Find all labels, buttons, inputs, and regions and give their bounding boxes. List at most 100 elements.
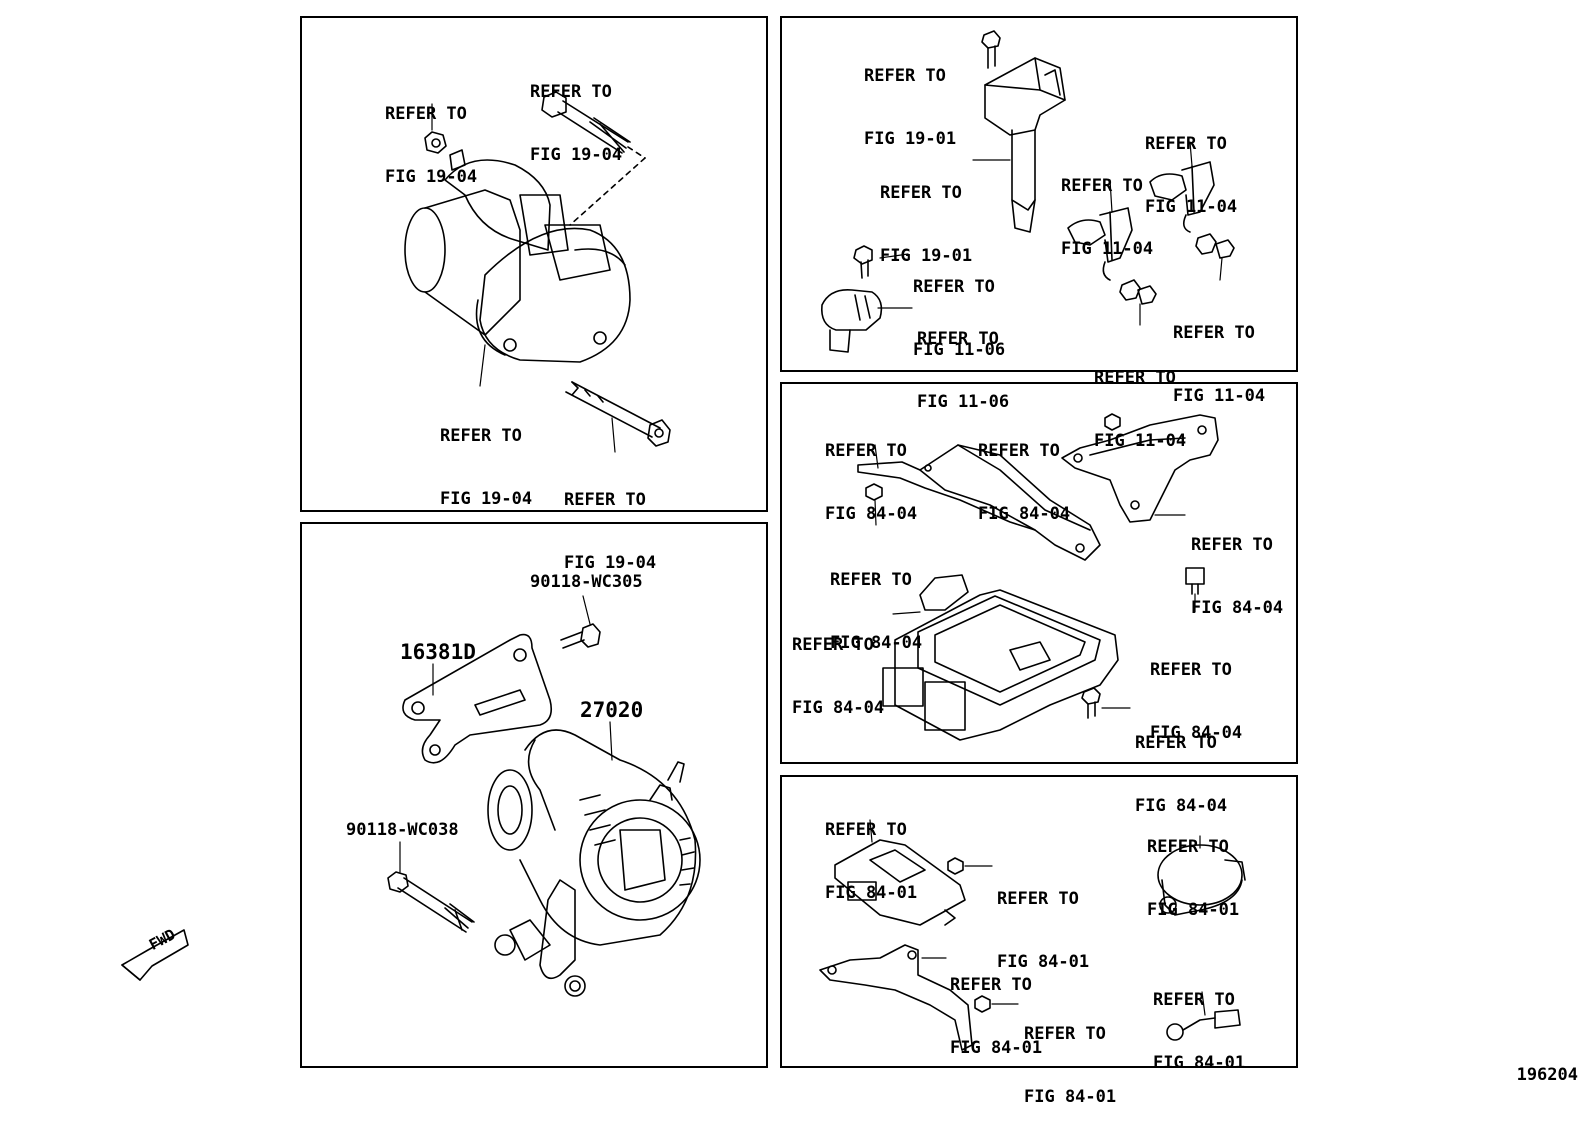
alternator-27020 [487,721,701,997]
callout-mod-2: REFER TO FIG 84-01 [1147,795,1239,942]
callout-fig: FIG 84-04 [792,698,885,718]
callout-fig: FIG 84-01 [825,883,918,903]
callout-refer: REFER TO [978,441,1060,461]
callout-fig: FIG 84-04 [1191,598,1284,618]
callout-refer: REFER TO [830,570,912,590]
callout-refer: REFER TO [1061,176,1143,196]
ecu-nut-top [1104,413,1121,431]
callout-ign-8: REFER TO FIG 11-04 [1094,326,1186,473]
callout-ign-2: REFER TO FIG 19-01 [880,141,972,288]
callout-fig: FIG 11-06 [913,340,1006,360]
ecu-bolt [1081,687,1131,719]
panel-starter [300,16,768,512]
callout-fig: FIG 11-04 [1061,239,1154,259]
part-number-90118-wc038: 90118-WC038 [346,820,459,840]
callout-ecu-5: REFER TO FIG 84-04 [792,593,884,740]
callout-refer: REFER TO [1150,660,1232,680]
callout-refer: REFER TO [564,490,646,510]
callout-mod-5: REFER TO FIG 84-01 [1153,948,1245,1095]
callout-refer: REFER TO [1145,134,1227,154]
callout-refer: REFER TO [913,277,995,297]
callout-mod-6: REFER TO FIG 84-01 [1024,982,1116,1129]
callout-refer: REFER TO [530,82,612,102]
panel-ignition-sensors [780,16,1298,372]
callout-refer: REFER TO [825,441,907,461]
control-module [834,839,966,926]
module-nut [947,857,993,875]
diagram-id: 196204 [1516,1065,1578,1085]
starter-bolt-upper [541,91,646,226]
panel-ecu [780,382,1298,764]
part-number-27020: 27020 [580,698,644,722]
panel-alternator [300,522,768,1068]
callout-starter-2: REFER TO FIG 19-04 [530,40,622,187]
callout-fig: FIG 84-01 [1147,900,1240,920]
callout-ign-6: REFER TO FIG 11-06 [917,287,1009,434]
callout-ecu-1: REFER TO FIG 84-04 [825,399,917,546]
callout-refer: REFER TO [440,426,522,446]
callout-ign-1: REFER TO FIG 19-01 [864,24,956,171]
callout-refer: REFER TO [1135,733,1217,753]
bolt-11-06 [853,245,873,279]
ecu-relay [1185,567,1205,613]
callout-fig: FIG 84-04 [1150,723,1243,743]
starter-leader-lines [431,103,616,453]
callout-fig: FIG 84-04 [1135,796,1228,816]
part-number-16381d: 16381D [400,640,476,664]
bolt-11-04-b [1119,279,1157,326]
callout-refer: REFER TO [385,104,467,124]
sensor-11-04-a [1067,207,1133,281]
parts-illustration [121,30,1246,1051]
callout-fig: FIG 19-01 [880,246,973,266]
callout-ecu-4: REFER TO FIG 84-04 [830,528,922,675]
callout-fig: FIG 19-04 [564,553,657,573]
callout-fig: FIG 84-04 [830,633,923,653]
callout-ign-4: REFER TO FIG 11-04 [1061,134,1153,281]
callout-ecu-3: REFER TO FIG 84-04 [1191,493,1283,640]
bolt-11-04-a [1195,233,1235,281]
bolt-90118-wc038 [387,841,475,933]
callout-fig: FIG 11-04 [1173,386,1266,406]
callout-starter-4: REFER TO FIG 19-04 [564,448,656,595]
callout-ecu-2: REFER TO FIG 84-04 [978,399,1070,546]
callout-fig: FIG 84-01 [1153,1053,1246,1073]
callout-fig: FIG 19-01 [864,129,957,149]
callout-mod-1: REFER TO FIG 84-01 [825,778,917,925]
bracket-16381d [402,633,553,764]
callout-ecu-6: REFER TO FIG 84-04 [1150,618,1242,765]
callout-starter-3: REFER TO FIG 19-04 [440,384,532,531]
callout-refer: REFER TO [792,635,874,655]
callout-refer: REFER TO [1173,323,1255,343]
callout-fig: FIG 84-01 [950,1038,1043,1058]
ecu-cover-bracket [857,444,1101,561]
bracket-nut [974,995,1019,1013]
callout-fig: FIG 84-01 [997,952,1090,972]
callout-ign-5: REFER TO FIG 11-06 [913,235,1005,382]
starter-nut [424,131,447,154]
callout-refer: REFER TO [880,183,962,203]
callout-fig: FIG 11-04 [1145,197,1238,217]
callout-ign-7: REFER TO FIG 11-04 [1173,281,1265,428]
callout-refer: REFER TO [825,820,907,840]
starter-bolt-lower [565,381,671,447]
ecu-nut-left [865,483,883,526]
pressure-switch [1157,835,1246,916]
callout-mod-4: REFER TO FIG 84-01 [950,933,1042,1080]
callout-fig: FIG 11-06 [917,392,1010,412]
callout-refer: REFER TO [1191,535,1273,555]
callout-refer: REFER TO [1153,990,1235,1010]
callout-fig: FIG 84-04 [978,504,1071,524]
callout-refer: REFER TO [864,66,946,86]
callout-refer: REFER TO [1024,1024,1106,1044]
module-bracket [819,944,973,1051]
callout-refer: REFER TO [997,889,1079,909]
ignition-bolt [981,30,1001,69]
callout-fig: FIG 19-04 [385,167,478,187]
callout-refer: REFER TO [950,975,1032,995]
fwd-arrow-icon [121,929,189,981]
callout-fig: FIG 84-01 [1024,1087,1117,1107]
callout-refer: REFER TO [917,329,999,349]
callout-fig: FIG 19-04 [440,489,533,509]
callout-ecu-7: REFER TO FIG 84-04 [1135,691,1227,838]
callout-refer: REFER TO [1147,837,1229,857]
